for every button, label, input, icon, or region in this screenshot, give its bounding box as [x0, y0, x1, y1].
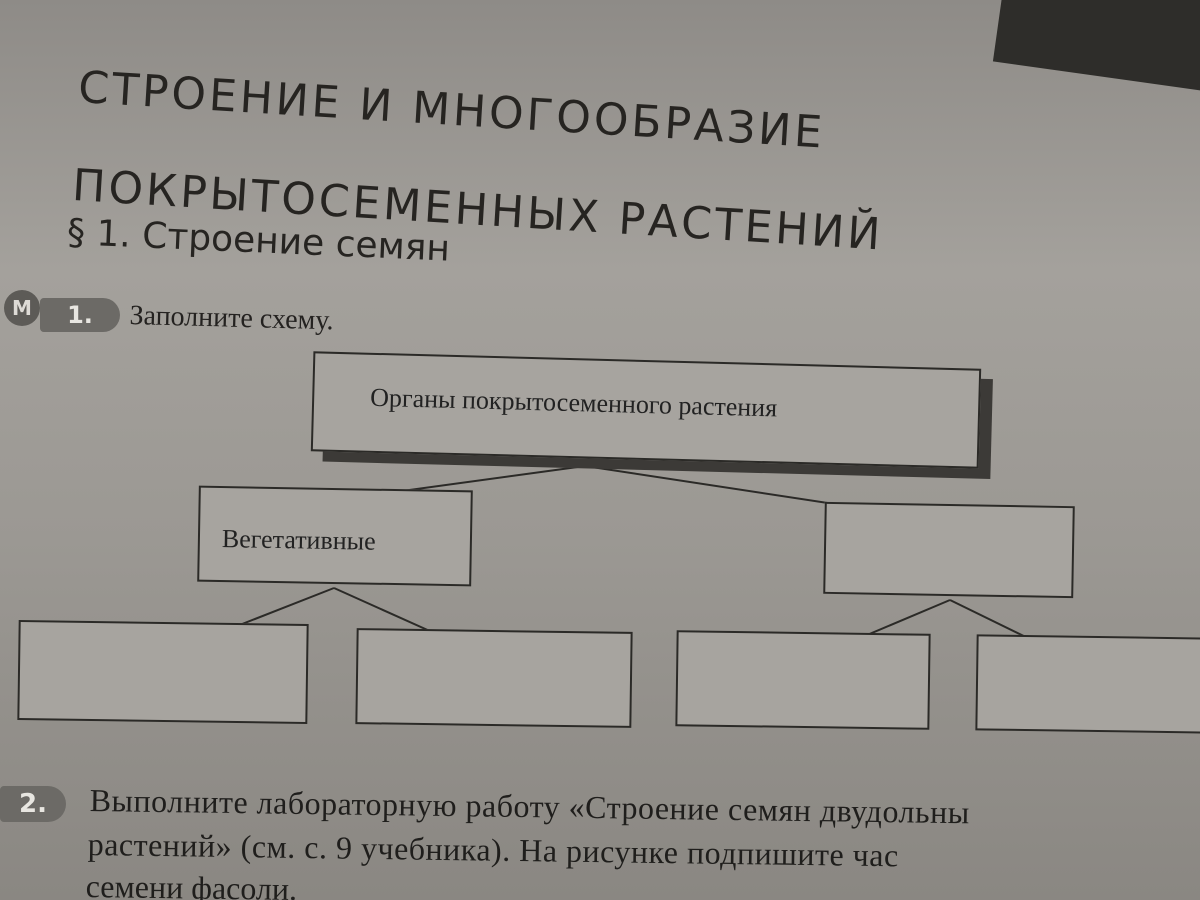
connector-left-b	[333, 587, 433, 633]
diagram-empty-leaf-box[interactable]	[975, 634, 1200, 734]
diagram-empty-leaf-box[interactable]	[355, 628, 633, 728]
diagram-empty-branch-box[interactable]	[823, 501, 1075, 599]
m-marker-icon: М	[4, 290, 40, 326]
diagram-empty-leaf-box[interactable]	[17, 619, 309, 725]
diagram-vegetative-box: Вегетативные	[197, 485, 473, 587]
task2-text-line: семени фасоли.	[85, 868, 298, 900]
connector-right-c	[859, 599, 951, 639]
diagram-empty-leaf-box[interactable]	[675, 630, 931, 730]
task1-number-badge: 1.	[40, 298, 120, 332]
task2-number-badge: 2.	[0, 786, 66, 822]
diagram-root-box: Органы покрытосеменного растения	[310, 351, 982, 469]
connector-left-a	[231, 587, 335, 629]
